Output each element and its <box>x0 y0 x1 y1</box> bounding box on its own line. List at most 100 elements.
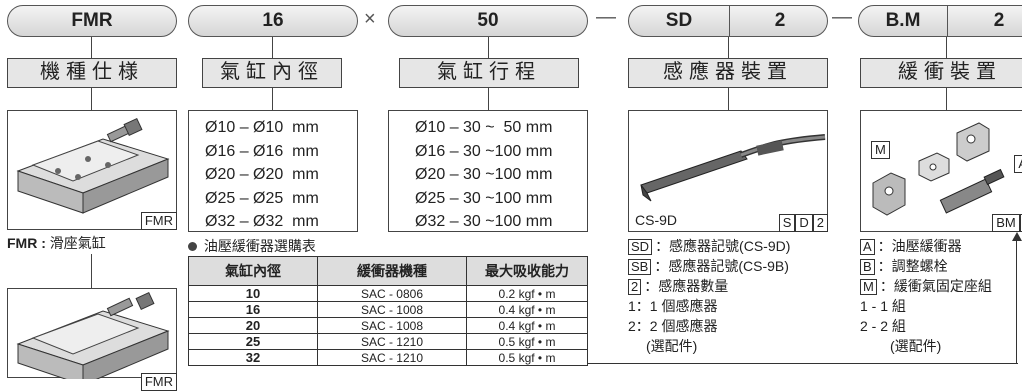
buffer-desc-a-text: ：油壓緩衝器 <box>877 238 962 254</box>
bore-list: Ø10 – Ø10 mm Ø16 – Ø16 mm Ø20 – Ø20 mm Ø… <box>188 110 358 232</box>
code-buffer: B.M 2 <box>858 5 1022 37</box>
sensor-code: 2 <box>812 214 828 232</box>
buffer-option-1: 1 - 1 組 <box>860 298 906 314</box>
sensor-code: S <box>778 214 796 232</box>
buffer-table-title: 油壓緩衝器選購表 <box>188 236 316 256</box>
sensor-desc-sd: SD：感應器記號(CS-9D) <box>628 236 790 256</box>
table-cell: 0.4 kgf • m <box>466 301 588 318</box>
stroke-item: Ø10 – 30 ~ 50 mm <box>415 119 553 136</box>
table-cell: SAC - 1008 <box>317 301 467 318</box>
code-model: FMR <box>7 5 177 37</box>
table-cell: 32 <box>188 349 318 366</box>
stroke-item: Ø16 – 30 ~100 mm <box>415 142 553 160</box>
buffer-desc-b-text: ：調整螺栓 <box>877 258 948 274</box>
connector <box>488 37 489 58</box>
key-sd: SD <box>628 239 653 255</box>
key-m: M <box>860 279 877 295</box>
bore-item: Ø32 – Ø32 mm <box>205 213 319 230</box>
buffer-description: A：油壓緩衝器 B：調整螺栓 M：緩衝氣固定座組 1 - 1 組 2 - 2 組… <box>860 236 992 356</box>
header-buffer: 緩衝裝置 <box>860 58 1022 88</box>
table-cell: 0.5 kgf • m <box>466 333 588 350</box>
buffer-tag-m: M <box>871 141 890 159</box>
connector <box>91 88 92 110</box>
buffer-code-tags: BM 2 <box>992 214 1022 232</box>
connector <box>272 88 273 110</box>
code-bore: 16 <box>188 5 358 37</box>
table-header: 氣缸內徑 <box>188 256 318 286</box>
key-b: B <box>860 259 875 275</box>
connector <box>946 88 947 110</box>
table-header: 緩衝器機種 <box>317 256 467 286</box>
sensor-desc-count-text: ：感應器數量 <box>644 278 729 294</box>
sensor-code-tags: S D 2 <box>778 214 828 232</box>
table-header-row: 氣缸內徑 緩衝器機種 最大吸收能力 <box>188 256 588 286</box>
buffer-image-box: M A BM 2 <box>860 110 1022 232</box>
buffer-note: (選配件) <box>890 338 942 354</box>
code-buffer-type: B.M <box>885 10 921 31</box>
sensor-code: D <box>795 214 813 232</box>
bore-item: Ø25 – Ø25 mm <box>205 189 319 207</box>
model-caption-code: FMR : <box>7 235 46 251</box>
bore-item: Ø20 – Ø20 mm <box>205 166 319 183</box>
buffer-tag-a: A <box>1014 155 1022 173</box>
model-image-box-2: FMR <box>7 288 177 391</box>
buffer-option-2: 2 - 2 組 <box>860 318 906 334</box>
sensor-desc-sb: SB：感應器記號(CS-9B) <box>628 256 790 276</box>
header-sensor: 感應器裝置 <box>628 58 828 88</box>
table-header: 最大吸收能力 <box>466 256 588 286</box>
stroke-item: Ø20 – 30 ~100 mm <box>415 166 553 183</box>
table-cell: 0.4 kgf • m <box>466 317 588 334</box>
buffer-desc-m-text: ：緩衝氣固定座組 <box>879 278 992 294</box>
stroke-list: Ø10 – 30 ~ 50 mm Ø16 – 30 ~100 mm Ø20 – … <box>388 110 588 232</box>
header-stroke: 氣缸行程 <box>399 58 579 88</box>
table-row: 16 SAC - 1008 0.4 kgf • m <box>188 301 588 318</box>
table-row: 32 SAC - 1210 0.5 kgf • m <box>188 349 588 366</box>
model-tag: FMR <box>140 212 177 230</box>
table-cell: 10 <box>188 285 318 302</box>
pointer-line <box>1016 240 1017 364</box>
table-row: 20 SAC - 1008 0.4 kgf • m <box>188 317 588 334</box>
sensor-desc-sd-text: ：感應器記號(CS-9D) <box>655 238 791 254</box>
table-cell: 0.5 kgf • m <box>466 349 588 366</box>
table-cell: 0.2 kgf • m <box>466 285 588 302</box>
table-cell: 20 <box>188 317 318 334</box>
key-a: A <box>860 239 875 255</box>
code-stroke-text: 50 <box>477 10 499 31</box>
arrow-up-icon <box>1012 232 1022 241</box>
code-sensor-count: 2 <box>729 6 830 36</box>
sensor-model: CS-9D <box>635 212 678 228</box>
connector <box>728 37 729 58</box>
buffer-desc-a: A：油壓緩衝器 <box>860 236 992 256</box>
table-cell: SAC - 1008 <box>317 317 467 334</box>
buffer-desc-b: B：調整螺栓 <box>860 256 992 276</box>
sensor-note: (選配件) <box>646 338 698 354</box>
table-cell: SAC - 1210 <box>317 333 467 350</box>
dash-1: — <box>596 6 616 28</box>
pointer-line <box>588 363 1018 364</box>
table-row: 10 SAC - 0806 0.2 kgf • m <box>188 285 588 302</box>
header-model: 機種仕様 <box>7 58 177 88</box>
header-bore: 氣缸內徑 <box>202 58 342 88</box>
connector <box>946 37 947 58</box>
model-tag-2: FMR <box>140 373 177 391</box>
code-stroke: 50 <box>388 5 588 37</box>
model-caption: FMR : 滑座氣缸 <box>7 233 106 253</box>
code-sensor-type: SD <box>665 10 693 31</box>
model-image-box: FMR <box>7 110 177 230</box>
sensor-image-box: CS-9D S D 2 <box>628 110 828 232</box>
table-cell: SAC - 0806 <box>317 285 467 302</box>
sensor-option-2: 2：2 個感應器 <box>628 318 718 334</box>
bullet-icon <box>188 242 197 251</box>
table-cell: 16 <box>188 301 318 318</box>
model-caption-text: 滑座氣缸 <box>49 235 106 251</box>
times-sign: × <box>364 8 376 30</box>
buffer-table-title-text: 油壓緩衝器選購表 <box>203 238 316 254</box>
connector <box>91 254 92 288</box>
slide-cylinder-illustration <box>16 117 170 214</box>
code-buffer-count: 2 <box>947 6 1022 36</box>
sensor-illustration <box>640 134 826 202</box>
bore-item: Ø16 – Ø16 mm <box>205 142 319 160</box>
code-sensor: SD 2 <box>628 5 828 37</box>
bore-item: Ø10 – Ø10 mm <box>205 119 319 136</box>
slide-cylinder-illustration <box>16 291 170 379</box>
